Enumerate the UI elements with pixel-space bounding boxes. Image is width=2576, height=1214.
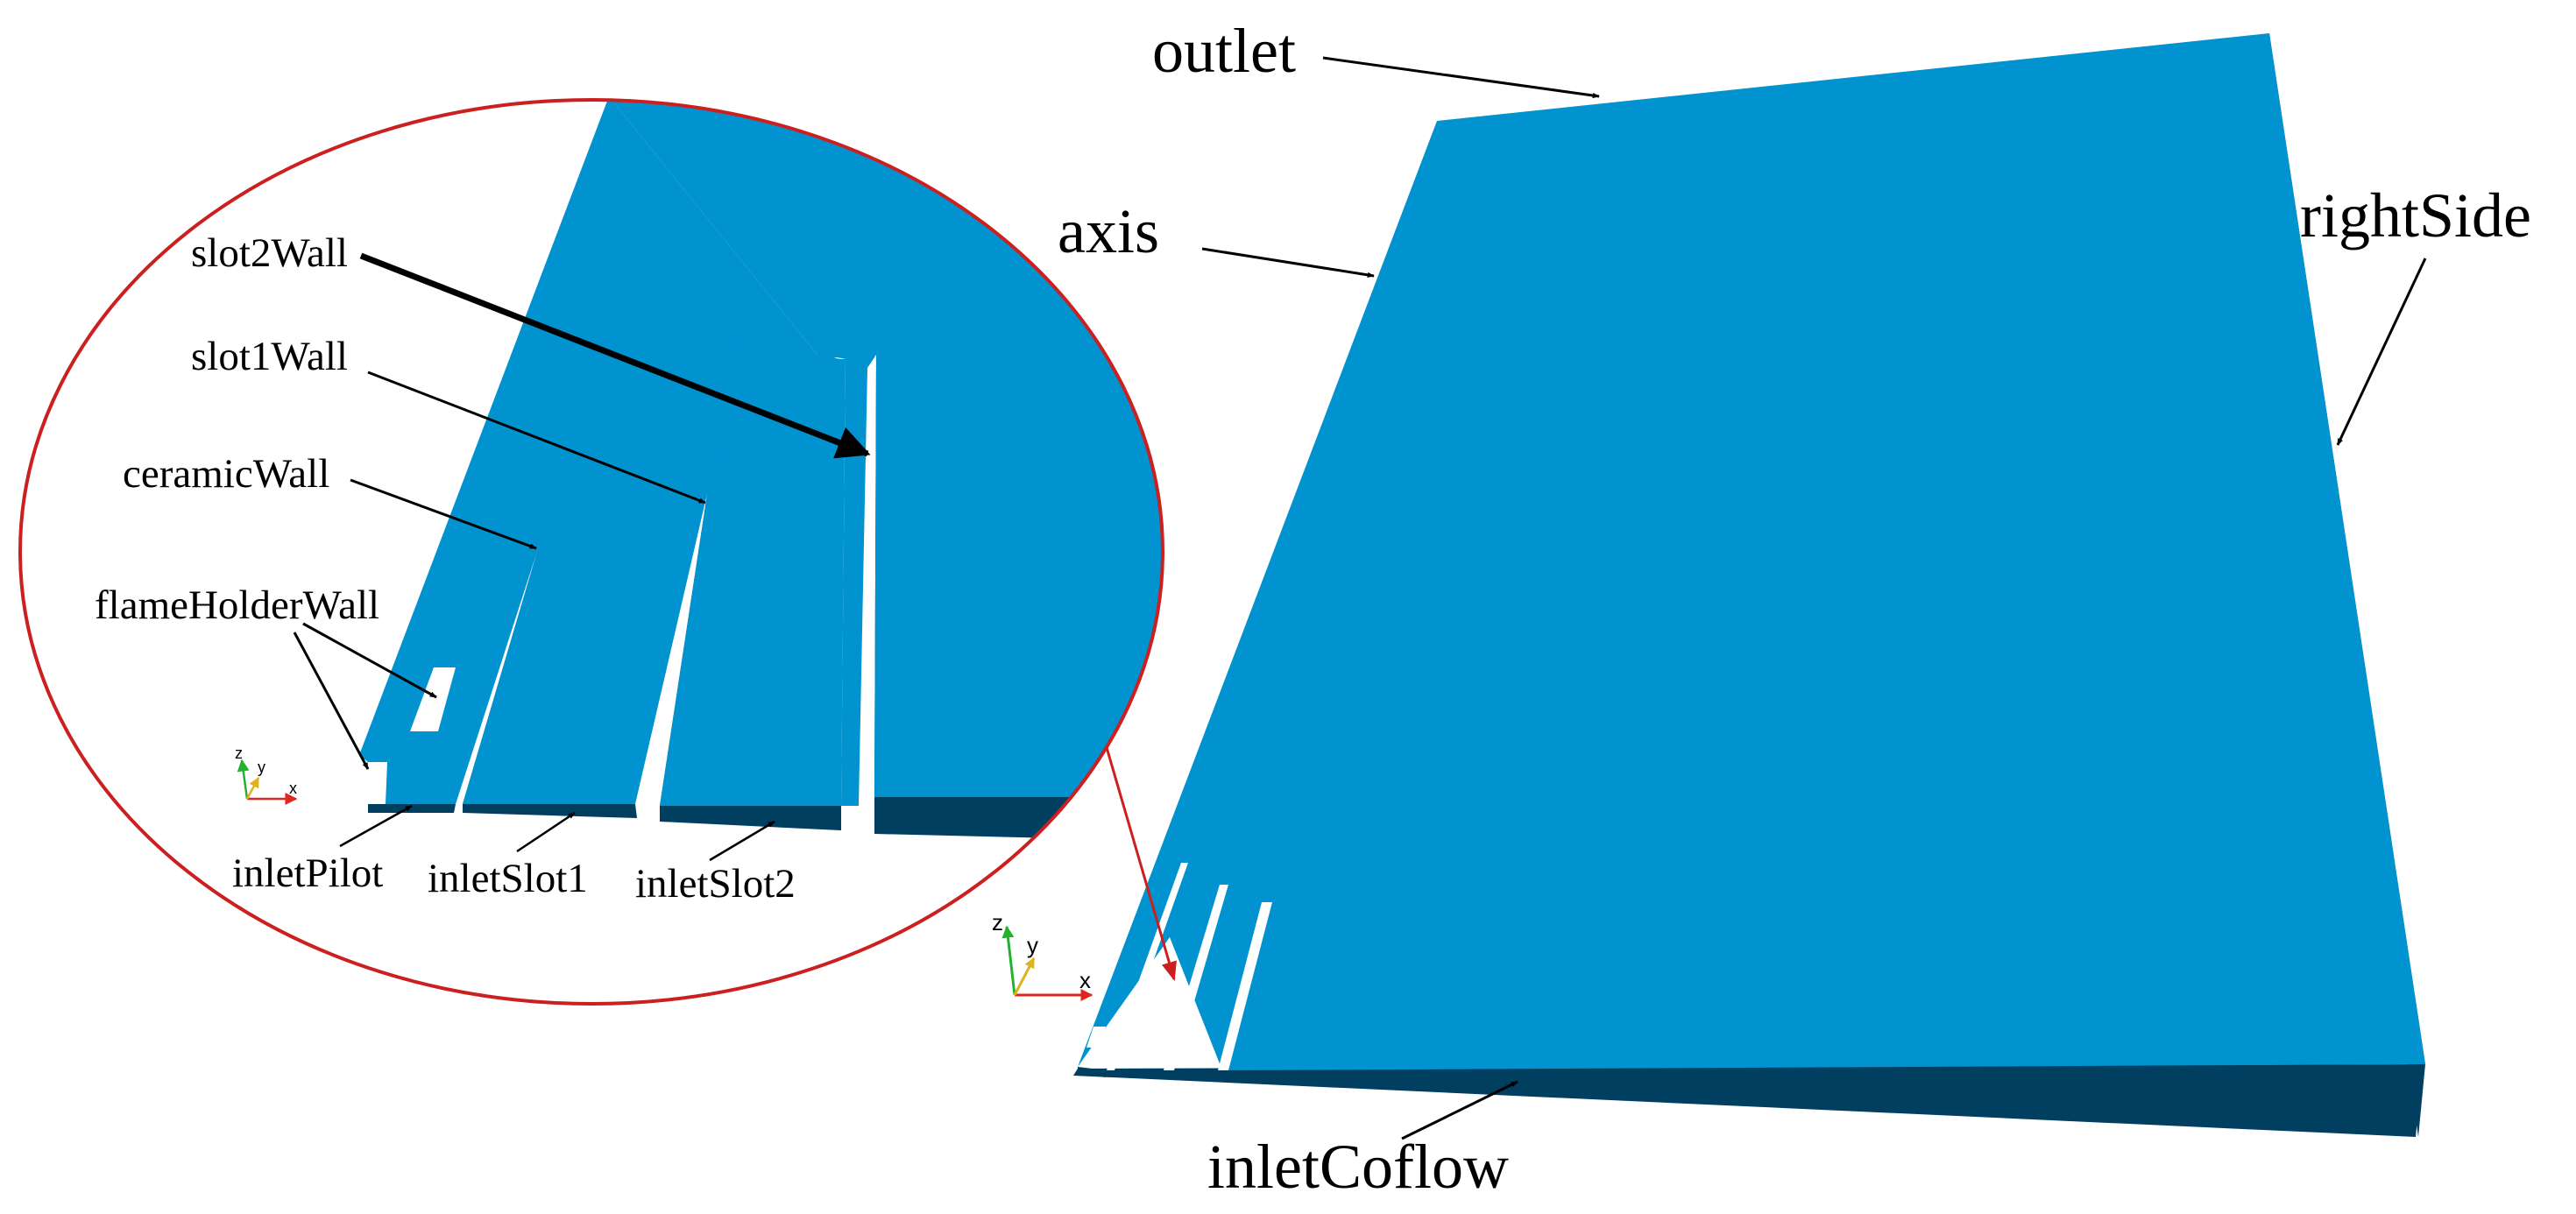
main-domain-side-face [1073,1064,2423,1137]
zoom-triad-y: y [258,759,265,776]
main-pilot-hole [1086,1027,1106,1048]
main-leader-arrows [1201,56,2427,1140]
arrow-slot2Wall [359,252,871,459]
main-domain [1073,33,2425,1137]
main-triad-x: x [1079,967,1091,993]
arrow-flameHolderWall-1 [302,622,437,699]
zoom-inlet-dark-pilot [368,804,456,813]
label-flameHolderWall: flameHolderWall [95,582,379,628]
main-triad-z: z [992,909,1003,935]
label-rightSide: rightSide [2300,180,2531,251]
zoom-body-face [609,100,1163,806]
arrow-axis [1201,247,1375,279]
main-inlet-dark-1 [1078,1067,1107,1077]
zoom-connector-arrow [1104,744,1177,982]
arrow-slot1Wall [367,371,706,505]
zoom-inset [18,98,1164,1006]
label-ceramicWall: ceramicWall [123,451,329,497]
main-slot-2 [1164,885,1228,1070]
arrow-inletSlot2 [709,820,775,862]
label-slot2Wall: slot2Wall [191,230,348,276]
zoom-flameholder-hole [410,667,456,731]
label-inletPilot: inletPilot [232,851,383,896]
zoom-axis-triad: x z y [235,745,298,805]
main-inlet-dark-2 [1114,1070,1164,1078]
zoom-slot1-strip [463,308,742,804]
arrow-inletSlot1 [516,811,576,853]
label-axis: axis [1058,196,1159,266]
main-triad-y: y [1027,932,1038,958]
zoom-inlet-dark-slot1 [463,804,637,818]
label-inletSlot1: inletSlot1 [428,856,588,901]
zoom-circle-outline [18,98,1164,1006]
main-slot-3 [1218,902,1272,1070]
main-domain-top-face [1078,33,2425,1070]
zoom-leader-arrows [293,252,871,862]
zoom-ceramic-strip [359,100,824,804]
main-inlet-dark-3 [1173,1070,1218,1079]
label-outlet: outlet [1152,16,1296,86]
main-axis-triad: x z y [992,909,1093,1001]
arrow-outlet [1322,56,1600,99]
main-slot-1 [1107,863,1188,1070]
label-inletCoflow: inletCoflow [1207,1132,1509,1202]
arrow-inletPilot [339,804,413,848]
label-inletSlot2: inletSlot2 [635,861,796,907]
zoom-slot2-strip [660,333,846,806]
zoom-triad-x: x [289,780,297,797]
arrow-ceramicWall [350,478,537,550]
arrow-inletCoflow [1401,1080,1518,1140]
arrow-rightSide [2336,258,2427,446]
label-slot1Wall: slot1Wall [191,334,348,379]
arrow-flameHolderWall-2 [293,632,370,770]
zoom-triad-z: z [235,745,243,762]
zoom-inlet-dark-slot2 [660,806,841,830]
